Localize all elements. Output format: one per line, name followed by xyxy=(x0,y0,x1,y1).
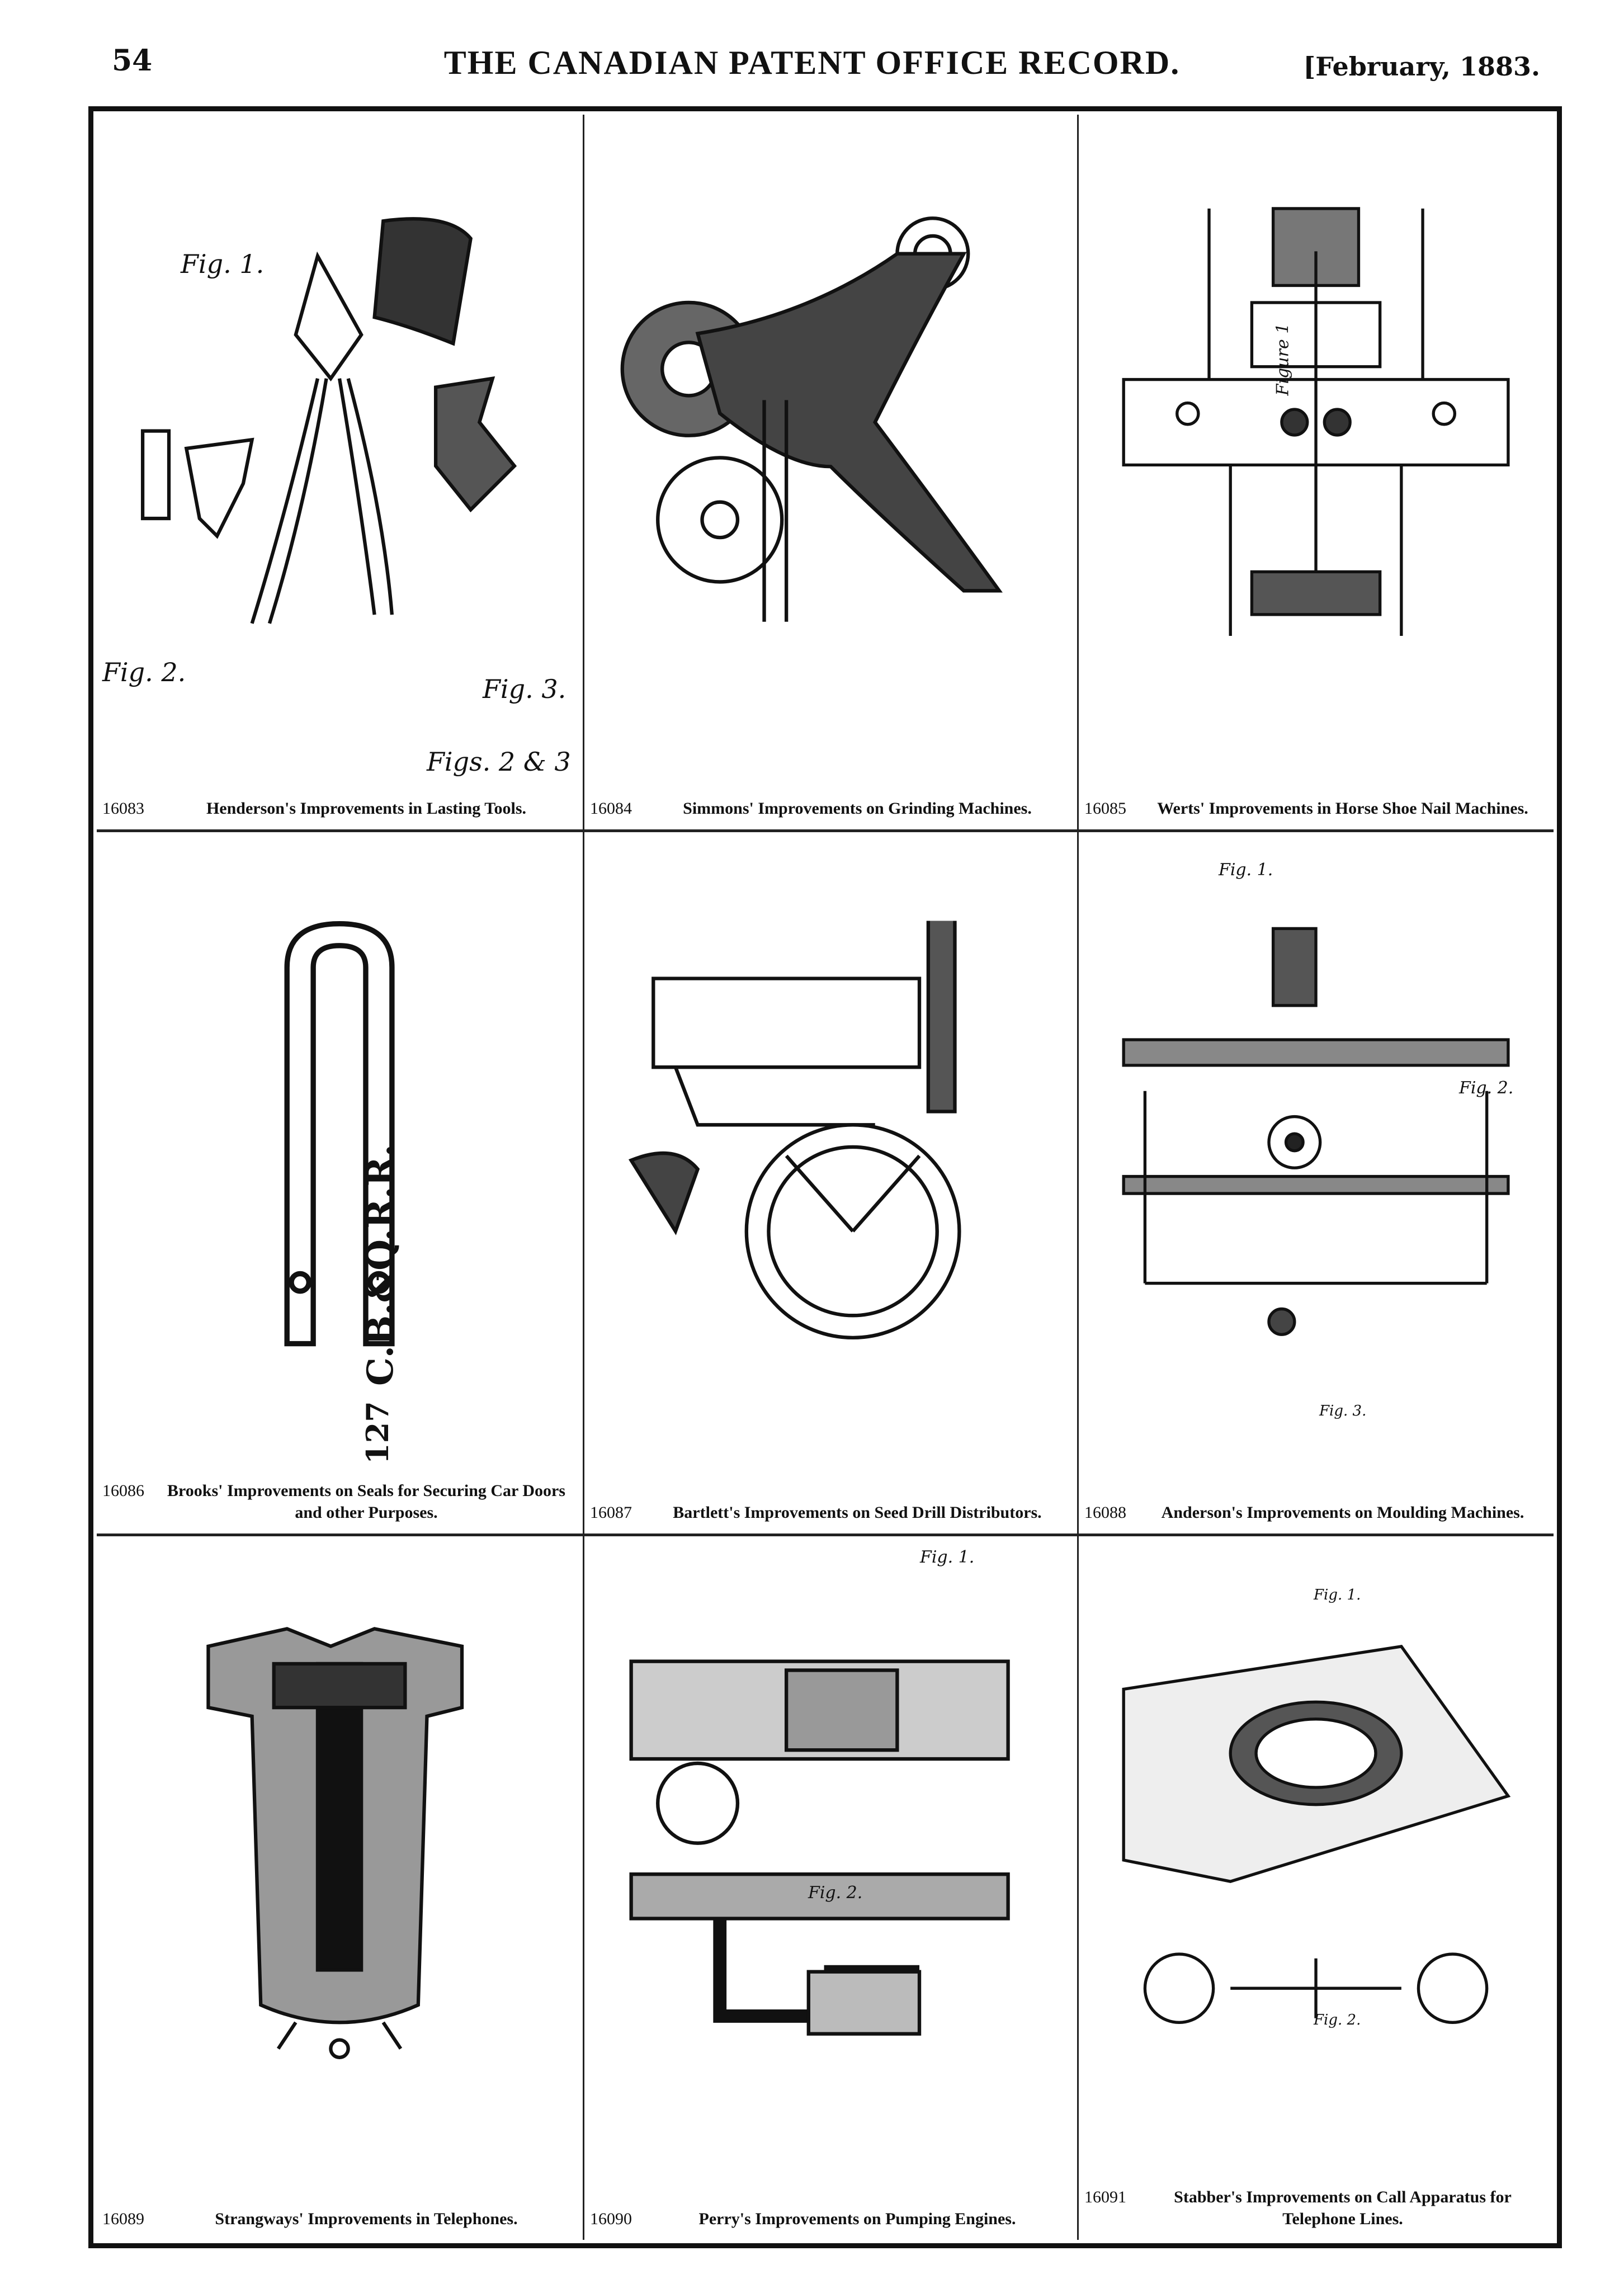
nail-machine-drawing xyxy=(1122,206,1510,636)
patent-cell-16089: 16089 Strangways' Improvements in Telepho… xyxy=(97,1536,584,2240)
patent-number: 16083 xyxy=(102,799,144,818)
patent-title: Anderson's Improvements on Moulding Mach… xyxy=(1161,1503,1524,1522)
patent-cell-16084: 16084 Simmons' Improvements on Grinding M… xyxy=(584,115,1079,832)
patent-cell-16091: Fig. 1. Fig. 2. 16091 Stabber's Improveme… xyxy=(1079,1536,1554,2240)
patent-title: Perry's Improvements on Pumping Engines. xyxy=(698,2210,1016,2228)
figure-label: Fig. 1. xyxy=(1219,860,1273,880)
figure-label: Fig. 2. xyxy=(1459,1078,1514,1098)
patent-caption: 16085 Werts' Improvements in Horse Shoe N… xyxy=(1084,798,1548,819)
patent-cell-16085: Figure 1 16085 Werts' Improvements in Hor… xyxy=(1079,115,1554,832)
patent-number: 16086 xyxy=(102,1481,144,1500)
patent-figures-frame: Fig. 1. Fig. 2. Fig. 3. Figs. 2 & 3 1608… xyxy=(88,106,1562,2248)
issue-date: [February, 1883. xyxy=(1303,51,1540,82)
page-number: 54 xyxy=(112,44,153,78)
grinding-machine-drawing xyxy=(620,216,1003,622)
page-title: THE CANADIAN PATENT OFFICE RECORD. xyxy=(443,44,1181,81)
seal-lettering: C.B.&Q.R.R. xyxy=(360,1144,402,1386)
figure-label: Fig. 1. xyxy=(920,1547,975,1567)
patent-number: 16090 xyxy=(590,2210,632,2228)
car-door-seal-drawing xyxy=(284,921,395,1347)
patent-number: 16085 xyxy=(1084,799,1126,818)
figure-label: Fig. 3. xyxy=(483,674,566,704)
patent-title: Bartlett's Improvements on Seed Drill Di… xyxy=(673,1503,1042,1522)
figure-label: Figs. 2 & 3 xyxy=(427,747,571,777)
patent-title: Brooks' Improvements on Seals for Securi… xyxy=(167,1481,565,1522)
patent-number: 16089 xyxy=(102,2210,144,2228)
call-apparatus-drawing xyxy=(1122,1645,1511,2025)
figure-label: Fig. 2. xyxy=(102,657,186,687)
figure-label: Fig. 2. xyxy=(1314,2012,1361,2028)
patent-title: Simmons' Improvements on Grinding Machin… xyxy=(683,799,1032,818)
patent-caption: 16086 Brooks' Improvements on Seals for S… xyxy=(102,1480,577,1523)
lasting-tool-drawing xyxy=(141,216,517,624)
patent-cell-16088: Fig. 1. Fig. 2. Fig. 3. 16088 Anderson's … xyxy=(1079,832,1554,1536)
patent-caption: 16091 Stabber's Improvements on Call Appa… xyxy=(1084,2186,1548,2230)
pumping-engine-drawing xyxy=(629,1659,1010,2036)
patent-caption: 16083 Henderson's Improvements in Lasting… xyxy=(102,798,577,819)
patent-caption: 16089 Strangways' Improvements in Telepho… xyxy=(102,2208,577,2230)
seal-number: 127 xyxy=(360,1401,395,1464)
patent-title: Strangways' Improvements in Telephones. xyxy=(215,2210,518,2228)
figure-label: Figure 1 xyxy=(1273,323,1293,396)
patent-number: 16087 xyxy=(590,1503,632,1522)
patent-number: 16084 xyxy=(590,799,632,818)
patent-caption: 16090 Perry's Improvements on Pumping Eng… xyxy=(590,2208,1071,2230)
figure-label: Fig. 2. xyxy=(808,1883,863,1903)
patent-cell-16083: Fig. 1. Fig. 2. Fig. 3. Figs. 2 & 3 1608… xyxy=(97,115,584,832)
patent-caption: 16088 Anderson's Improvements on Moulding… xyxy=(1084,1502,1548,1523)
patent-caption: 16087 Bartlett's Improvements on Seed Dri… xyxy=(590,1502,1071,1523)
patent-number: 16091 xyxy=(1084,2188,1126,2206)
figure-label: Fig. 1. xyxy=(181,249,265,279)
moulding-machine-drawing xyxy=(1122,927,1510,1337)
patent-cell-16086: C.B.&Q.R.R. 127 16086 Brooks' Improvement… xyxy=(97,832,584,1536)
patent-title: Henderson's Improvements in Lasting Tool… xyxy=(206,799,527,818)
patent-number: 16088 xyxy=(1084,1503,1126,1522)
patent-cell-16090: Fig. 1. Fig. 2. 16090 Perry's Improvement… xyxy=(584,1536,1079,2240)
patent-cell-16087: 16087 Bartlett's Improvements on Seed Dri… xyxy=(584,832,1079,1536)
figure-label: Fig. 1. xyxy=(1314,1587,1361,1603)
figure-label: Fig. 3. xyxy=(1319,1403,1367,1419)
seed-drill-drawing xyxy=(628,921,961,1340)
patent-caption: 16084 Simmons' Improvements on Grinding M… xyxy=(590,798,1071,819)
patent-title: Stabber's Improvements on Call Apparatus… xyxy=(1174,2188,1512,2228)
patent-title: Werts' Improvements in Horse Shoe Nail M… xyxy=(1157,799,1528,818)
telephone-drawing xyxy=(206,1627,464,2060)
